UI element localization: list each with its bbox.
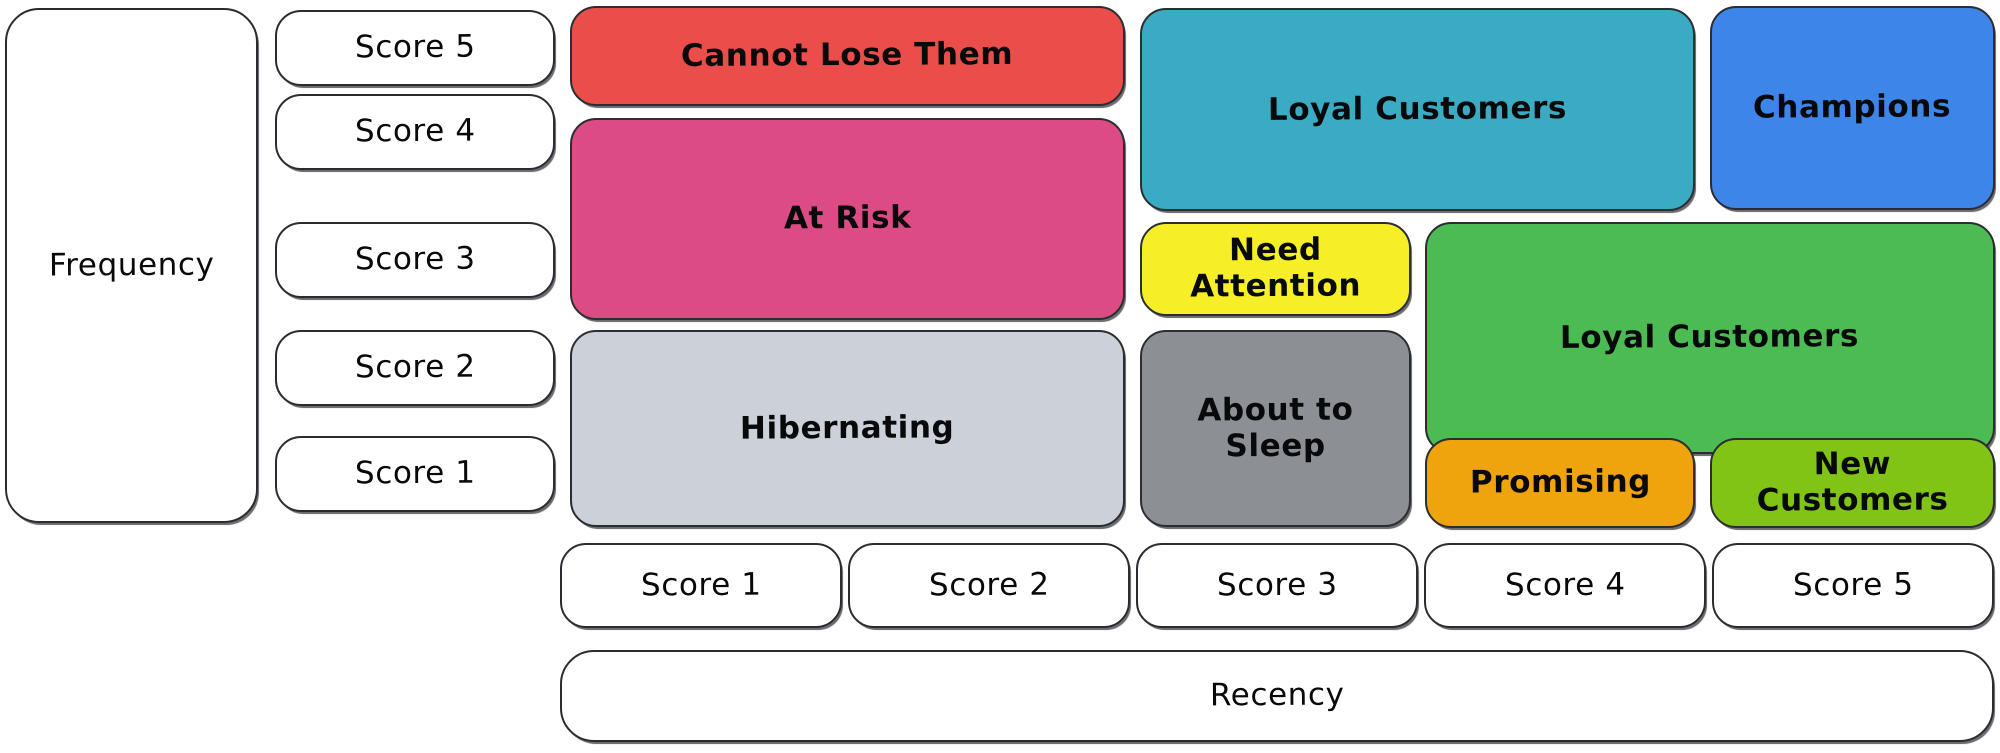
segment-about-to-sleep[interactable]: About to Sleep [1140, 330, 1411, 527]
segment-promising-label: Promising [1469, 463, 1651, 501]
frequency-score-5-label: Score 5 [354, 28, 476, 66]
segment-at-risk[interactable]: At Risk [570, 118, 1125, 320]
segment-champions-label: Champions [1753, 88, 1952, 126]
frequency-score-4[interactable]: Score 4 [275, 94, 555, 170]
segment-about-to-sleep-label: About to Sleep [1197, 391, 1354, 464]
recency-score-5[interactable]: Score 5 [1712, 543, 1994, 628]
recency-score-5-label: Score 5 [1792, 566, 1914, 604]
recency-axis-label: Recency [560, 650, 1994, 742]
frequency-score-5[interactable]: Score 5 [275, 10, 555, 86]
recency-score-1-label: Score 1 [640, 566, 762, 604]
frequency-score-2-label: Score 2 [354, 348, 476, 386]
segment-new-customers[interactable]: New Customers [1710, 438, 1995, 528]
segment-new-customers-label: New Customers [1756, 446, 1949, 519]
recency-score-2-label: Score 2 [928, 566, 1050, 604]
segment-hibernating-label: Hibernating [740, 409, 955, 447]
frequency-score-1[interactable]: Score 1 [275, 436, 555, 512]
segment-champions[interactable]: Champions [1710, 6, 1995, 210]
recency-score-3[interactable]: Score 3 [1136, 543, 1418, 628]
frequency-score-2[interactable]: Score 2 [275, 330, 555, 406]
frequency-score-1-label: Score 1 [354, 454, 476, 492]
segment-at-risk-label: At Risk [783, 199, 912, 237]
frequency-axis-label: Frequency [5, 8, 258, 523]
segment-loyal-customers-teal[interactable]: Loyal Customers [1140, 8, 1695, 211]
segment-promising[interactable]: Promising [1425, 438, 1695, 528]
segment-loyal-customers-green[interactable]: Loyal Customers [1425, 222, 1995, 454]
segment-loyal-customers-green-label: Loyal Customers [1560, 318, 1860, 357]
segment-need-attention-label: Need Attention [1190, 232, 1362, 305]
frequency-score-3[interactable]: Score 3 [275, 222, 555, 298]
frequency-axis-text: Frequency [48, 246, 215, 284]
segment-need-attention[interactable]: Need Attention [1140, 222, 1411, 316]
recency-score-4-label: Score 4 [1504, 566, 1626, 604]
recency-score-2[interactable]: Score 2 [848, 543, 1130, 628]
frequency-score-3-label: Score 3 [354, 240, 476, 278]
segment-cannot-lose-them-label: Cannot Lose Them [681, 36, 1014, 75]
recency-score-1[interactable]: Score 1 [560, 543, 842, 628]
recency-score-4[interactable]: Score 4 [1424, 543, 1706, 628]
segment-loyal-customers-teal-label: Loyal Customers [1267, 89, 1568, 128]
segment-cannot-lose-them[interactable]: Cannot Lose Them [570, 6, 1125, 106]
frequency-score-4-label: Score 4 [354, 112, 476, 150]
recency-axis-text: Recency [1209, 676, 1345, 714]
recency-score-3-label: Score 3 [1216, 566, 1338, 604]
segment-hibernating[interactable]: Hibernating [570, 330, 1125, 527]
